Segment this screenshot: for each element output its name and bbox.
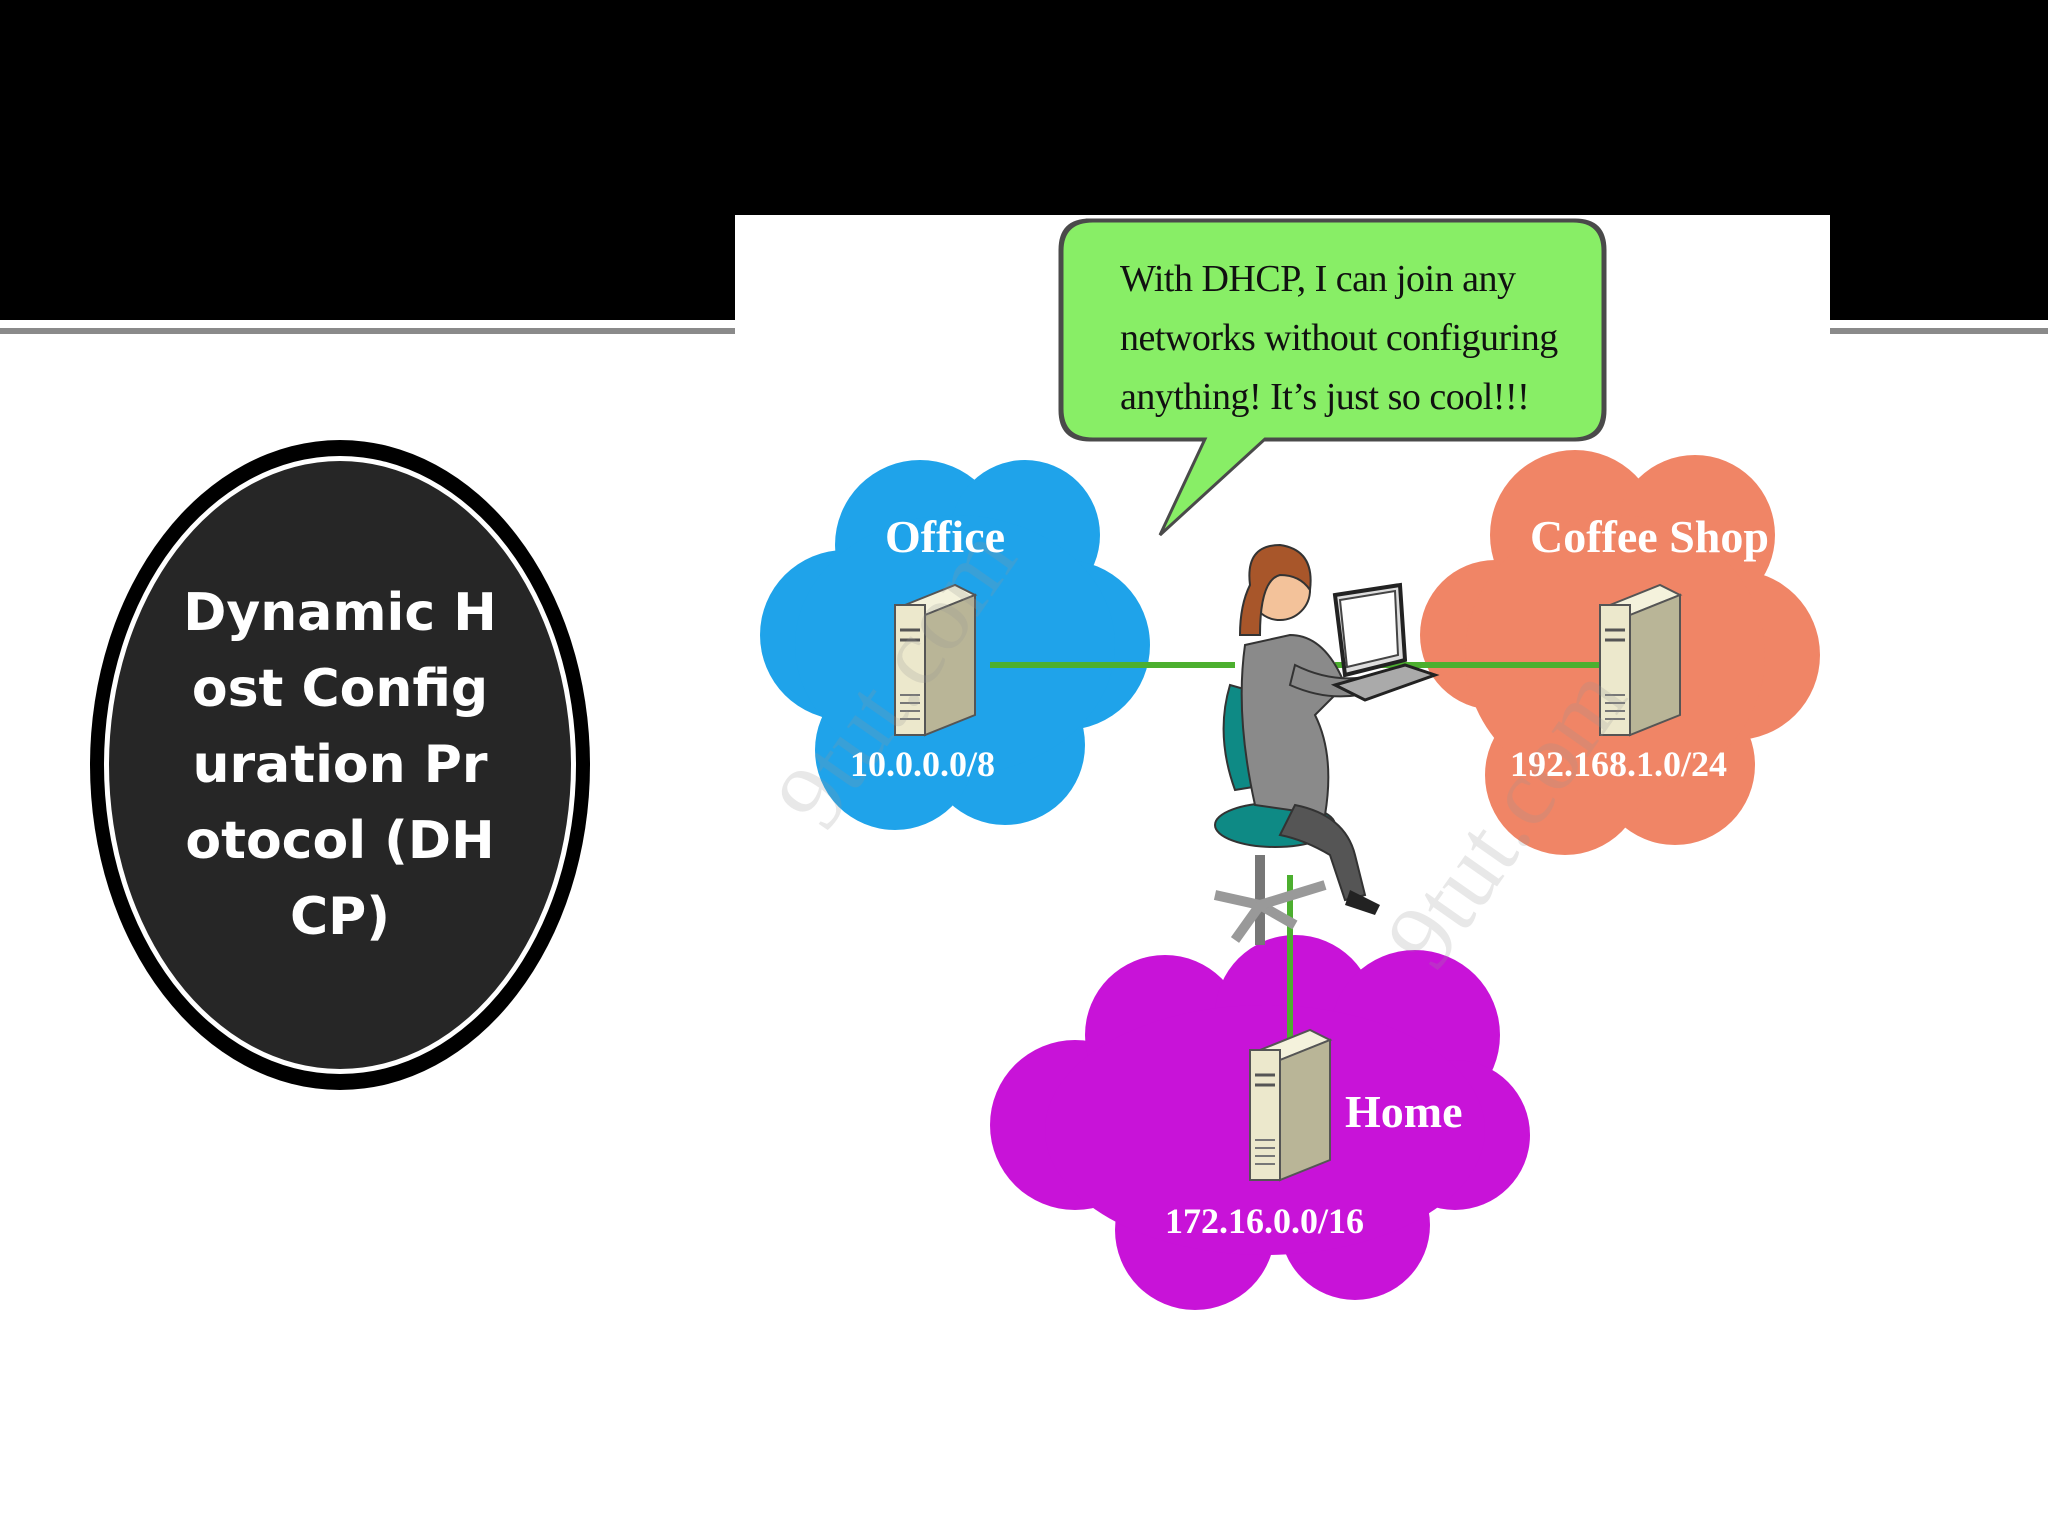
office-label: Office <box>885 511 1006 562</box>
office-subnet: 10.0.0.0/8 <box>850 744 996 784</box>
user-with-laptop-icon <box>1213 543 1440 945</box>
diagram-canvas: 9tut.com 9tut.com <box>735 215 1830 1325</box>
home-subnet: 172.16.0.0/16 <box>1165 1201 1365 1241</box>
server-icon <box>894 583 978 737</box>
coffee-shop-subnet: 192.168.1.0/24 <box>1510 744 1728 784</box>
speech-bubble-text: With DHCP, I can join any networks witho… <box>1120 258 1558 418</box>
speech-bubble-shape <box>1060 219 1605 537</box>
dhcp-diagram: 9tut.com 9tut.com With DHCP, I can join … <box>735 215 1830 1325</box>
server-icon <box>1599 583 1683 737</box>
title-oval: Dynamic Host Configuration Protocol (DHC… <box>104 456 576 1074</box>
home-label: Home <box>1345 1086 1463 1137</box>
coffee-shop-label: Coffee Shop <box>1530 511 1769 562</box>
slide-title: Dynamic Host Configuration Protocol (DHC… <box>183 583 497 947</box>
server-icon <box>1249 1028 1333 1182</box>
